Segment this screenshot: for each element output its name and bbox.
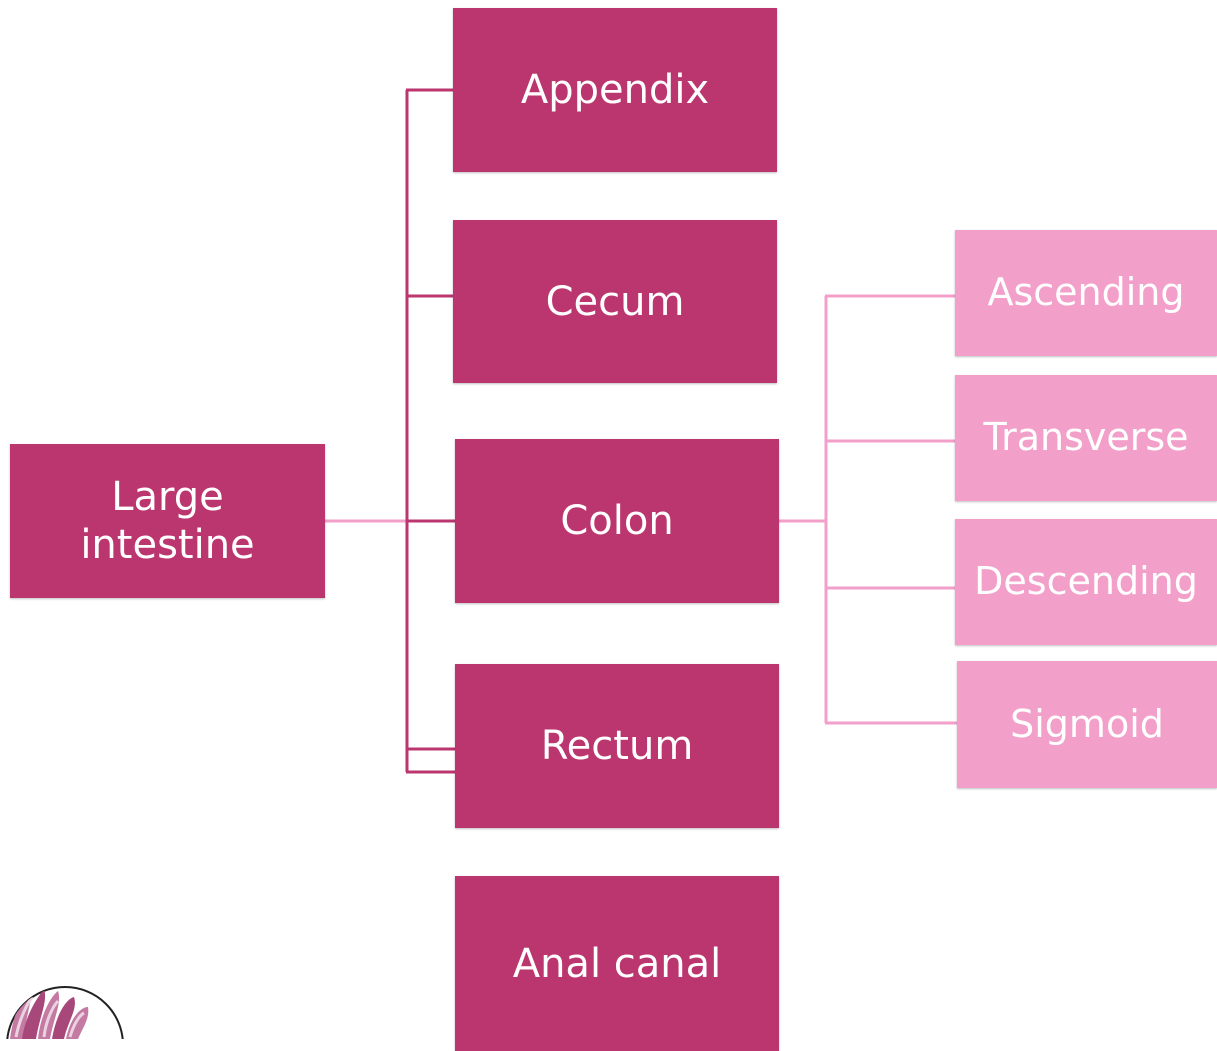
node-rectum-label: Rectum: [540, 723, 694, 769]
node-colon: Colon: [455, 439, 779, 603]
node-rectum: Rectum: [455, 664, 779, 828]
node-cecum: Cecum: [453, 220, 777, 383]
node-ascending: Ascending: [955, 230, 1217, 356]
node-descending: Descending: [955, 519, 1217, 645]
node-transverse: Transverse: [955, 375, 1217, 501]
node-cecum-label: Cecum: [545, 278, 685, 325]
node-large-intestine-label: Large intestine: [80, 474, 255, 568]
node-large-intestine: Large intestine: [10, 444, 325, 598]
node-descending-label: Descending: [974, 559, 1198, 604]
node-anal-canal-label: Anal canal: [512, 940, 722, 987]
node-transverse-label: Transverse: [983, 415, 1189, 460]
histology-logo-icon: [6, 986, 124, 1039]
node-sigmoid-label: Sigmoid: [1010, 701, 1164, 746]
node-anal-canal: Anal canal: [455, 876, 779, 1051]
node-appendix: Appendix: [453, 8, 777, 172]
node-sigmoid: Sigmoid: [957, 661, 1217, 788]
node-appendix-label: Appendix: [520, 67, 710, 113]
node-ascending-label: Ascending: [987, 270, 1185, 315]
node-colon-label: Colon: [560, 498, 674, 544]
